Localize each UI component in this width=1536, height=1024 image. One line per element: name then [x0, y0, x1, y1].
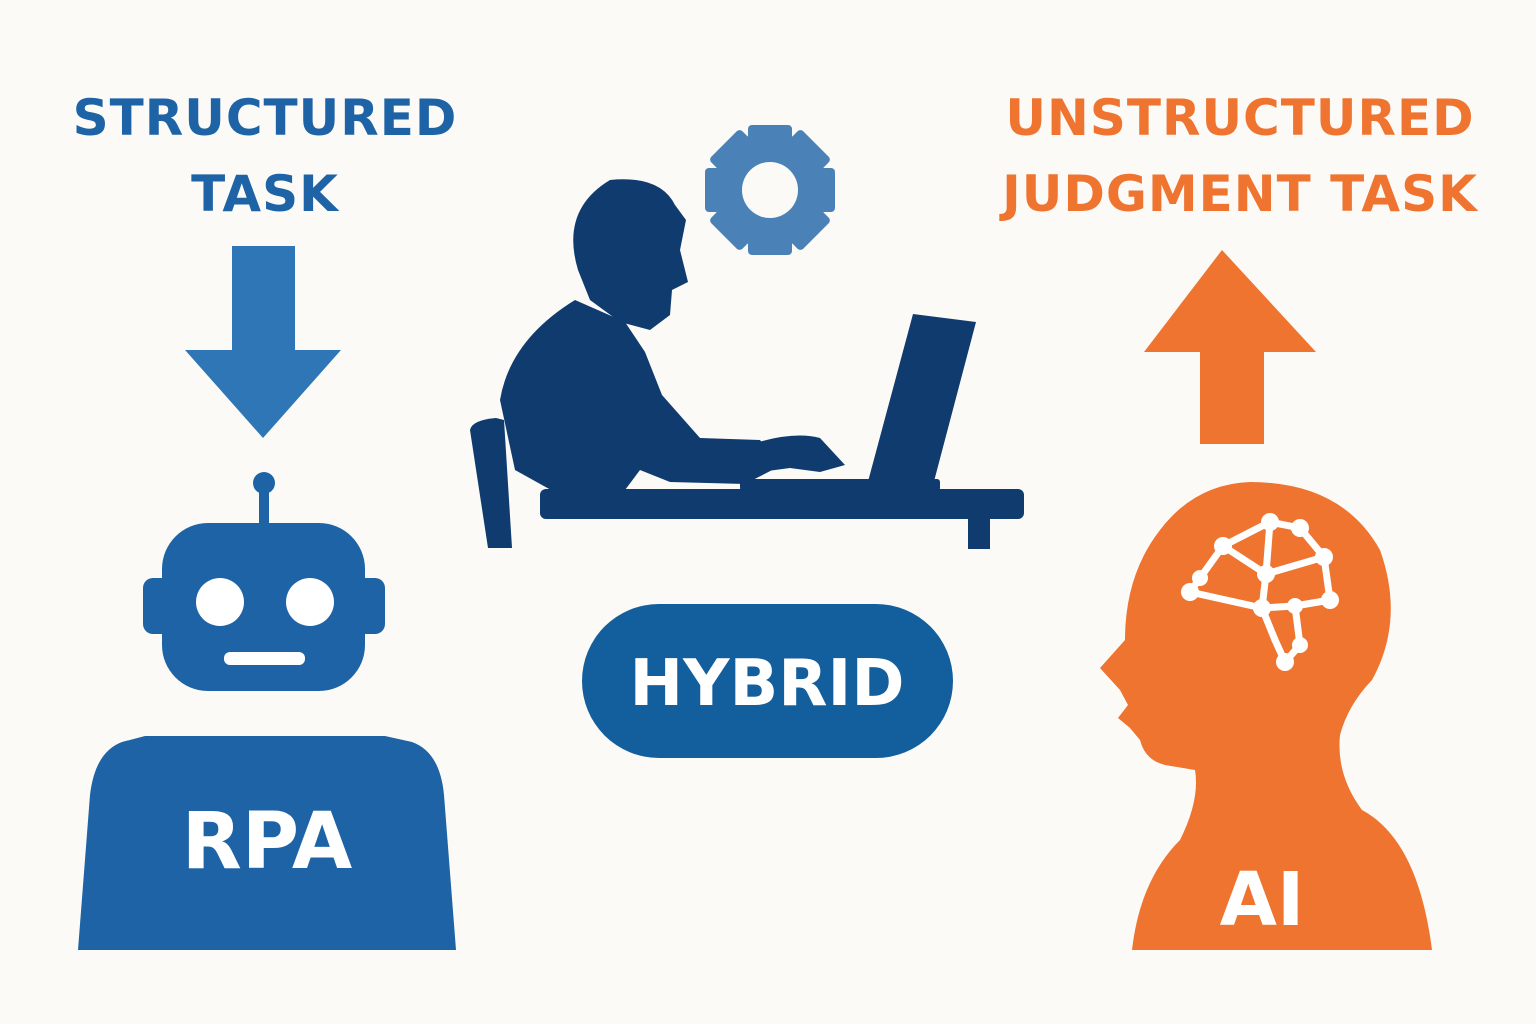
arrow-down-icon — [185, 246, 341, 438]
hybrid-label: HYBRID — [630, 647, 905, 721]
unstructured-task-heading: UNSTRUCTURED JUDGMENT TASK — [960, 80, 1520, 232]
rpa-label: RPA — [182, 797, 352, 887]
neural-network-nodes — [1181, 513, 1339, 671]
unstructured-heading-line2: JUDGMENT TASK — [1002, 165, 1478, 223]
unstructured-heading-line1: UNSTRUCTURED — [1005, 89, 1475, 147]
robot-icon — [78, 472, 456, 950]
gear-icon — [705, 125, 835, 255]
person-at-laptop-icon — [470, 179, 1024, 549]
structured-task-heading: STRUCTURED TASK — [40, 80, 490, 232]
structured-heading-line2: TASK — [191, 165, 339, 223]
human-head-icon — [1100, 482, 1432, 950]
ai-label: AI — [1220, 857, 1305, 943]
hybrid-badge: HYBRID — [582, 604, 953, 758]
structured-heading-line1: STRUCTURED — [72, 89, 458, 147]
arrow-up-icon — [1144, 250, 1316, 444]
